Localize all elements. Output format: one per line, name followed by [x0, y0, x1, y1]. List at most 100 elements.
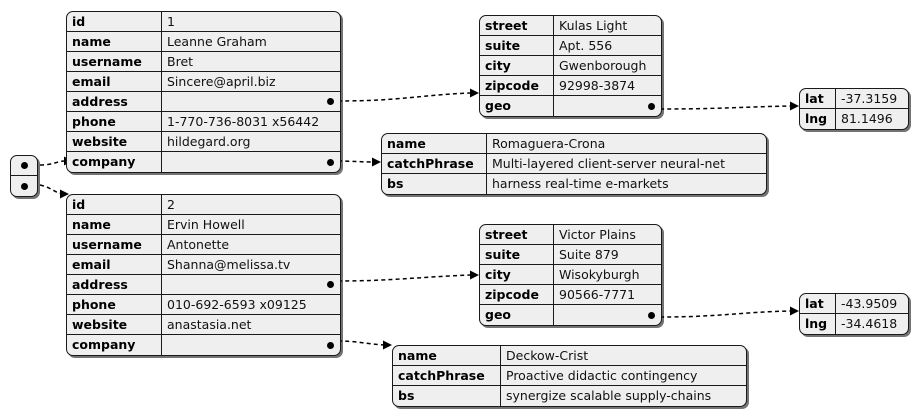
- table-row[interactable]: company: [67, 152, 340, 172]
- table-row[interactable]: lat -43.9509: [800, 294, 908, 314]
- field-key: suite: [480, 36, 554, 55]
- table-row[interactable]: address: [67, 92, 340, 112]
- table-row[interactable]: geo: [480, 96, 661, 116]
- field-key: catchPhrase: [382, 154, 487, 173]
- table-row[interactable]: bs harness real-time e-markets: [382, 174, 766, 194]
- field-value: 010-692-6593 x09125: [167, 296, 307, 312]
- table-row[interactable]: company: [67, 335, 340, 355]
- field-value: Kulas Light: [559, 17, 628, 33]
- arrowhead-address1-geo: [790, 306, 799, 316]
- field-key: id: [67, 195, 162, 214]
- edge-user0-address: [337, 92, 471, 102]
- geo-1-node[interactable]: lat -43.9509 lng -34.4618: [799, 293, 909, 335]
- field-key: company: [67, 335, 162, 355]
- field-pointer[interactable]: [162, 335, 340, 355]
- arrowhead-user1-address: [470, 270, 479, 280]
- field-value: Gwenborough: [559, 57, 647, 73]
- edge-user1-company: [337, 340, 385, 346]
- edge-root-to-user-0: [39, 160, 65, 166]
- field-key: username: [67, 52, 162, 71]
- table-row[interactable]: lng -34.4618: [800, 314, 908, 334]
- field-key: lat: [800, 294, 836, 313]
- field-value: 1-770-736-8031 x56442: [167, 113, 320, 129]
- table-row[interactable]: name Ervin Howell: [67, 215, 340, 235]
- field-key: bs: [393, 386, 501, 406]
- field-key: address: [67, 275, 162, 294]
- table-row[interactable]: phone 1-770-736-8031 x56442: [67, 112, 340, 132]
- table-row[interactable]: name Leanne Graham: [67, 32, 340, 52]
- pointer-bullet-icon: [20, 162, 28, 169]
- table-row[interactable]: street Victor Plains: [480, 225, 661, 245]
- table-row[interactable]: street Kulas Light: [480, 16, 661, 36]
- field-key: zipcode: [480, 76, 554, 95]
- table-row[interactable]: lat -37.3159: [800, 89, 908, 109]
- field-value: Suite 879: [559, 246, 619, 262]
- field-key: name: [67, 32, 162, 51]
- field-value: 92998-3874: [559, 77, 636, 93]
- field-key: phone: [67, 112, 162, 131]
- table-row[interactable]: bs synergize scalable supply-chains: [393, 386, 746, 406]
- table-row[interactable]: name Deckow-Crist: [393, 346, 746, 366]
- edge-address0-geo: [659, 105, 791, 110]
- table-row[interactable]: city Gwenborough: [480, 56, 661, 76]
- field-key: lat: [800, 89, 836, 108]
- table-row[interactable]: zipcode 90566-7771: [480, 285, 661, 305]
- table-row[interactable]: geo: [480, 305, 661, 325]
- field-key: street: [480, 16, 554, 35]
- field-pointer[interactable]: [554, 305, 661, 325]
- table-row[interactable]: address: [67, 275, 340, 295]
- pointer-bullet-icon: [648, 102, 655, 110]
- table-row[interactable]: catchPhrase Multi-layered client-server …: [382, 154, 766, 174]
- field-value: Bret: [167, 53, 194, 69]
- field-value: 1: [167, 13, 175, 29]
- table-row[interactable]: email Shanna@melissa.tv: [67, 255, 340, 275]
- table-row[interactable]: website anastasia.net: [67, 315, 340, 335]
- edge-user1-address: [337, 274, 471, 282]
- table-row[interactable]: id 1: [67, 12, 340, 32]
- pointer-bullet-icon: [327, 281, 334, 288]
- field-value: -43.9509: [841, 295, 898, 311]
- table-row[interactable]: suite Suite 879: [480, 245, 661, 265]
- table-row[interactable]: lng 81.1496: [800, 109, 908, 129]
- root-array-node[interactable]: [10, 155, 38, 197]
- geo-0-node[interactable]: lat -37.3159 lng 81.1496: [799, 88, 909, 130]
- field-pointer[interactable]: [162, 275, 340, 294]
- field-key: geo: [480, 96, 554, 116]
- address-0-node[interactable]: street Kulas Light suite Apt. 556 city G…: [479, 15, 662, 117]
- table-row[interactable]: suite Apt. 556: [480, 36, 661, 56]
- table-row[interactable]: catchPhrase Proactive didactic contingen…: [393, 366, 746, 386]
- table-row[interactable]: city Wisokyburgh: [480, 265, 661, 285]
- field-value: Proactive didactic contingency: [506, 367, 698, 383]
- table-row[interactable]: phone 010-692-6593 x09125: [67, 295, 340, 315]
- field-key: name: [382, 134, 487, 153]
- table-row[interactable]: name Romaguera-Crona: [382, 134, 766, 154]
- field-pointer[interactable]: [554, 96, 661, 116]
- user-1-node[interactable]: id 2 name Ervin Howell username Antonett…: [66, 194, 341, 356]
- field-key: website: [67, 132, 162, 151]
- pointer-bullet-icon: [327, 98, 334, 105]
- arrowhead-address0-geo: [790, 101, 799, 111]
- field-value: Romaguera-Crona: [492, 135, 606, 151]
- root-slot-0[interactable]: [11, 156, 37, 176]
- field-pointer[interactable]: [162, 152, 340, 172]
- table-row[interactable]: website hildegard.org: [67, 132, 340, 152]
- table-row[interactable]: zipcode 92998-3874: [480, 76, 661, 96]
- table-row[interactable]: username Antonette: [67, 235, 340, 255]
- user-0-node[interactable]: id 1 name Leanne Graham username Bret em…: [66, 11, 341, 173]
- root-slot-1[interactable]: [11, 176, 37, 196]
- field-value: Leanne Graham: [167, 33, 267, 49]
- field-key: email: [67, 255, 162, 274]
- field-value: synergize scalable supply-chains: [506, 388, 712, 403]
- table-row[interactable]: id 2: [67, 195, 340, 215]
- field-key: suite: [480, 245, 554, 264]
- pointer-bullet-icon: [327, 341, 334, 349]
- table-row[interactable]: email Sincere@april.biz: [67, 72, 340, 92]
- arrowhead-user0-address: [470, 88, 479, 98]
- field-pointer[interactable]: [162, 92, 340, 111]
- address-1-node[interactable]: street Victor Plains suite Suite 879 cit…: [479, 224, 662, 326]
- table-row[interactable]: username Bret: [67, 52, 340, 72]
- company-0-node[interactable]: name Romaguera-Crona catchPhrase Multi-l…: [381, 133, 767, 195]
- field-key: lng: [800, 314, 836, 334]
- field-value: Wisokyburgh: [559, 266, 640, 282]
- company-1-node[interactable]: name Deckow-Crist catchPhrase Proactive …: [392, 345, 747, 407]
